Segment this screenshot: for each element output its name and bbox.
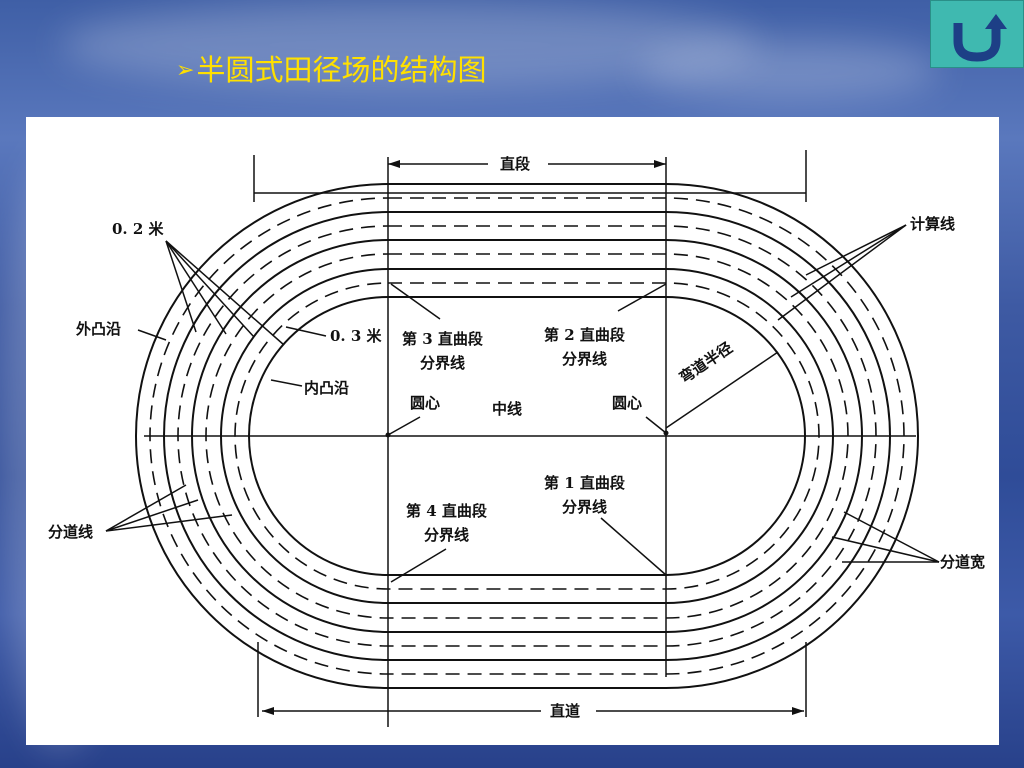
calc-line-label: 计算线	[910, 215, 956, 233]
straight-segment-label: 直段	[500, 155, 531, 173]
bg-cloud	[640, 40, 940, 100]
slide-title-text: 半圆式田径场的结构图	[196, 53, 487, 87]
section-1-divider-label: 第 1 直曲段 分界线	[544, 474, 625, 516]
u-turn-arrow-icon	[953, 14, 1007, 62]
bg-cloud	[60, 0, 760, 90]
outer-curb-label: 外凸沿	[76, 320, 122, 338]
diagram-canvas: 直段 直道 0. 2 米 外凸沿 0. 3 米 内凸沿 分道线 计算线 分道宽 …	[26, 117, 999, 745]
section-2-divider-label: 第 2 直曲段 分界线	[544, 326, 625, 368]
inner-curb-label: 内凸沿	[304, 379, 350, 397]
track-diagram	[105, 150, 940, 727]
return-button[interactable]	[930, 0, 1024, 68]
lane-line-label: 分道线	[48, 523, 94, 541]
zero-three-m-label: 0. 3 米	[330, 327, 382, 345]
title-bullet-icon: ➢	[176, 58, 195, 83]
zero-two-m-label: 0. 2 米	[112, 220, 164, 238]
straight-track-label: 直道	[550, 702, 581, 720]
section-3-divider-label: 第 3 直曲段 分界线	[402, 330, 483, 372]
circle-center-left-label: 圆心	[410, 394, 441, 412]
track-outer-curb	[135, 183, 919, 689]
center-line-label: 中线	[492, 400, 523, 418]
section-4-divider-label: 第 4 直曲段 分界线	[406, 502, 487, 544]
lane-width-label: 分道宽	[940, 553, 986, 571]
circle-center-right-label: 圆心	[612, 394, 643, 412]
slide-title: ➢半圆式田径场的结构图	[176, 50, 486, 90]
